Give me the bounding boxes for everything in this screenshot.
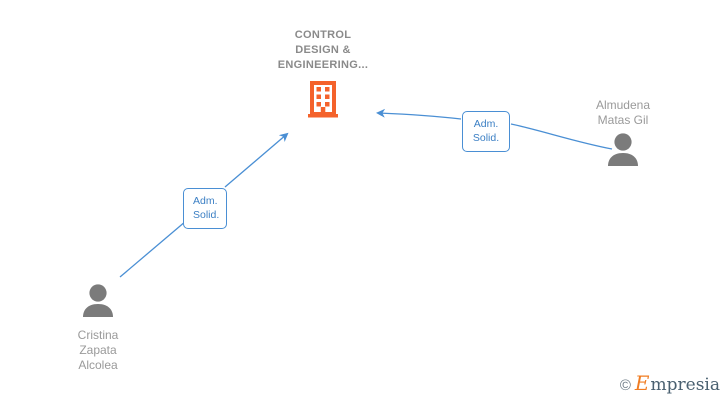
relation-label-left[interactable]: Adm. Solid.: [183, 188, 227, 229]
copyright-icon: ©: [619, 377, 631, 394]
person-node-left[interactable]: Cristina Zapata Alcolea: [33, 283, 163, 373]
person-name-left: Cristina Zapata Alcolea: [77, 328, 119, 372]
person-icon[interactable]: [33, 283, 163, 324]
company-node[interactable]: CONTROL DESIGN & ENGINEERING...: [248, 28, 398, 124]
brand-initial: E: [634, 371, 650, 395]
brand-name: mpresia: [650, 375, 721, 395]
person-icon[interactable]: [558, 132, 688, 173]
building-icon[interactable]: [307, 81, 339, 124]
relation-label-right[interactable]: Adm. Solid.: [462, 111, 510, 152]
watermark: © E mpresia: [620, 373, 720, 394]
company-title: CONTROL DESIGN & ENGINEERING...: [277, 29, 369, 71]
person-name-right: Almudena Matas Gil: [595, 98, 651, 127]
person-node-right[interactable]: Almudena Matas Gil: [558, 98, 688, 173]
